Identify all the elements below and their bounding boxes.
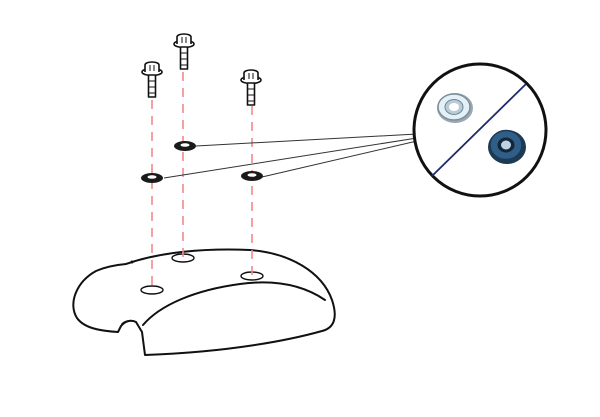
mount-hole-left <box>140 285 164 295</box>
base-housing <box>72 248 336 356</box>
bolt-right <box>240 69 262 106</box>
base-outer-outline <box>72 248 336 356</box>
bolts <box>141 33 262 106</box>
leader-lines <box>163 133 418 179</box>
leader-center-washer <box>195 133 418 147</box>
base-left-notch <box>121 319 137 325</box>
washer-left <box>141 173 163 183</box>
washer-center <box>174 141 196 151</box>
bolt-center <box>173 33 195 70</box>
detail-divider <box>431 83 527 177</box>
washer-right <box>241 171 263 181</box>
alignment-guides <box>151 72 253 292</box>
detail-callout <box>412 62 548 198</box>
bolt-left <box>141 61 163 98</box>
base-dot <box>130 260 134 264</box>
base-front-ridge <box>142 281 326 326</box>
washers <box>141 141 263 183</box>
washer-dark-detail <box>488 129 526 164</box>
leader-right-washer <box>261 140 418 178</box>
washer-light-detail <box>437 93 473 123</box>
leader-left-washer <box>163 137 418 179</box>
